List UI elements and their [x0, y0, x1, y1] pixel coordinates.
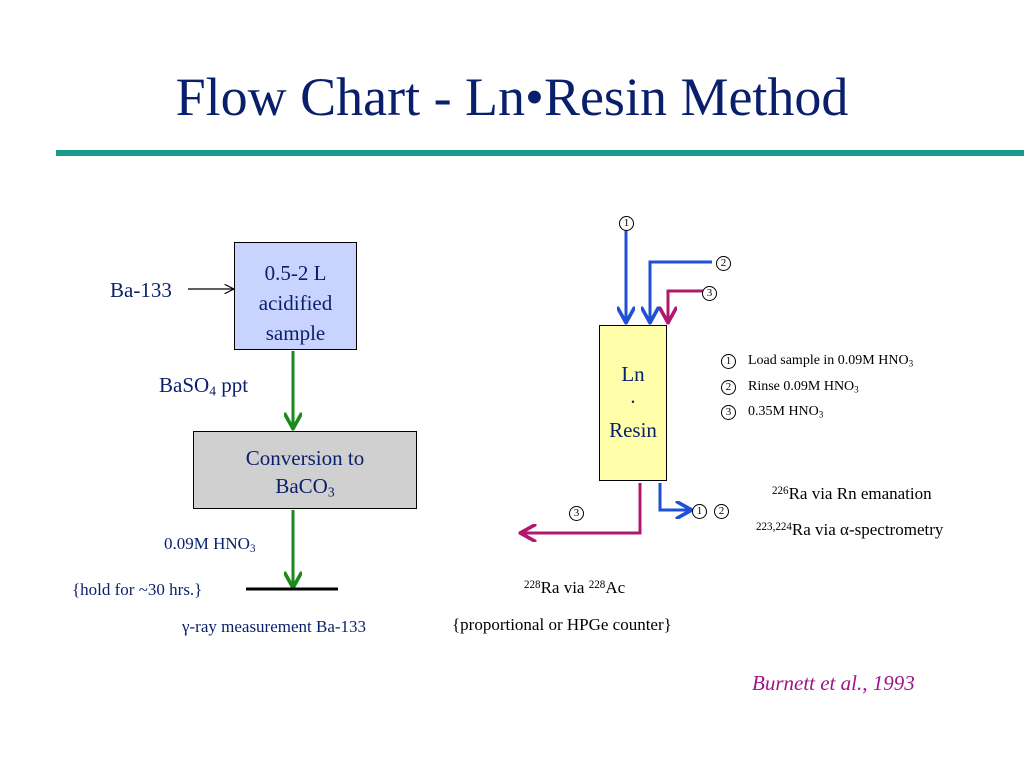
measurement-label: γ-ray measurement Ba-133 — [182, 617, 367, 636]
resin-box-line2: · — [629, 390, 637, 414]
strip-arrow — [668, 289, 704, 321]
legend-marker-1: 1 — [721, 354, 736, 369]
resin-box-line1: Ln — [621, 362, 645, 386]
legend-text-3: 0.35M HNO3 — [748, 404, 824, 420]
marker-2-output: 2 — [714, 504, 729, 519]
legend-marker-2: 2 — [721, 380, 736, 395]
eluate-3-arrow — [522, 483, 642, 533]
title-underline — [56, 150, 1024, 156]
marker-3-output: 3 — [569, 506, 584, 521]
legend-marker-3: 3 — [721, 405, 736, 420]
ln-resin-column: Ln · Resin — [599, 325, 667, 481]
sample-box: 0.5-2 L acidified sample — [234, 242, 357, 350]
marker-1-output: 1 — [692, 504, 707, 519]
acid-label: 0.09M HNO3 — [164, 534, 256, 555]
citation: Burnett et al., 1993 — [752, 671, 915, 695]
legend-text-2: Rinse 0.09M HNO3 — [748, 379, 859, 395]
marker-1-top: 1 — [619, 216, 634, 231]
ra223-label: 223,224Ra via α-spectrometry — [756, 520, 944, 539]
page-title: Flow Chart - Ln•Resin Method — [175, 67, 849, 127]
marker-2-top: 2 — [716, 256, 731, 271]
precipitate-label: BaSO4 ppt — [159, 373, 249, 399]
counter-label: {proportional or HPGe counter} — [452, 615, 672, 634]
eluate-12-arrow — [658, 483, 690, 510]
ra228-label: 228Ra via 228Ac — [524, 578, 626, 597]
spike-label: Ba-133 — [110, 278, 172, 302]
conversion-box-line1: Conversion to — [245, 446, 365, 470]
sample-box-line1: 0.5-2 L — [264, 261, 327, 285]
sample-box-line3: sample — [265, 321, 326, 345]
rinse-arrow — [650, 260, 712, 321]
ra226-label: 226Ra via Rn emanation — [772, 484, 932, 503]
conversion-box-line2: BaCO3 — [275, 474, 335, 500]
resin-box-line3: Resin — [609, 418, 657, 442]
conversion-box: Conversion to BaCO3 — [193, 431, 417, 509]
hold-label: {hold for ~30 hrs.} — [72, 580, 203, 599]
legend-text-1: Load sample in 0.09M HNO3 — [748, 353, 914, 369]
marker-3-top: 3 — [702, 286, 717, 301]
sample-box-line2: acidified — [258, 291, 333, 315]
